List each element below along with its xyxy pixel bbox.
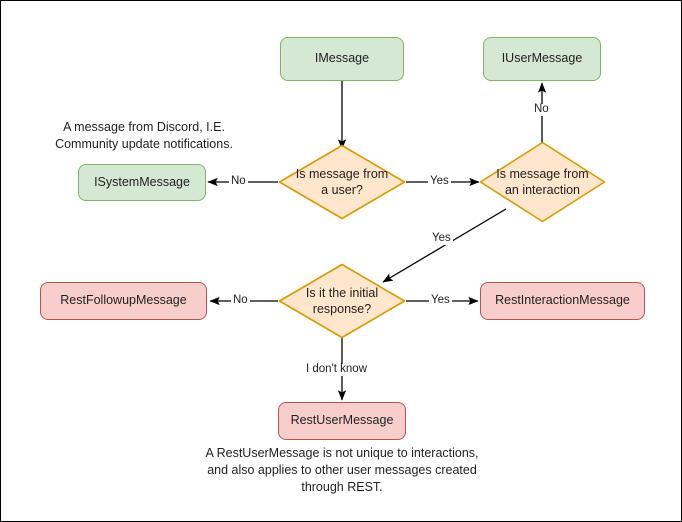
node-imessage[interactable]: IMessage — [280, 37, 404, 81]
decision-initial-label: Is it the initial response? — [278, 263, 406, 339]
edge-label-interaction-yes: Yes — [430, 232, 453, 245]
node-restfollowupmessage-label: RestFollowupMessage — [60, 293, 187, 308]
edge-label-initial-yes: Yes — [429, 294, 452, 307]
edge-label-interaction-no: No — [532, 103, 551, 116]
node-isystemmessage-label: ISystemMessage — [94, 174, 190, 189]
node-restinteractionmessage[interactable]: RestInteractionMessage — [480, 282, 645, 320]
decision-interaction-line1: Is message from — [496, 166, 589, 181]
decision-is-initial-response[interactable]: Is it the initial response? — [278, 263, 406, 339]
decision-is-message-from-interaction[interactable]: Is message from an interaction — [479, 141, 606, 223]
node-restfollowupmessage[interactable]: RestFollowupMessage — [40, 282, 207, 320]
edge-label-user-yes: Yes — [428, 175, 451, 188]
node-iusermessage[interactable]: IUserMessage — [483, 37, 601, 81]
decision-initial-shape — [278, 263, 406, 339]
decision-interaction-line2: an interaction — [504, 183, 581, 197]
decision-is-message-from-user[interactable]: Is message from a user? — [278, 144, 406, 220]
decision-initial-line2: response? — [312, 302, 372, 316]
edge-label-initial-no: No — [231, 294, 250, 307]
note-rest-user-message: A RestUserMessage is not unique to inter… — [205, 446, 479, 494]
node-restinteractionmessage-label: RestInteractionMessage — [495, 293, 630, 308]
edge-label-user-no: No — [229, 175, 248, 188]
decision-interaction-shape — [479, 141, 606, 223]
decision-user-label: Is message from a user? — [278, 144, 406, 220]
node-restusermessage-label: RestUserMessage — [290, 413, 394, 428]
node-iusermessage-label: IUserMessage — [501, 51, 583, 66]
node-restusermessage[interactable]: RestUserMessage — [278, 402, 406, 440]
decision-user-line1: Is message from — [295, 166, 389, 181]
decision-initial-line1: Is it the initial — [305, 285, 379, 300]
node-isystemmessage[interactable]: ISystemMessage — [78, 164, 206, 201]
decision-user-shape — [278, 144, 406, 220]
edge-label-initial-unknown: I don't know — [304, 363, 370, 376]
note-system-message: A message from Discord, I.E. Community u… — [55, 120, 233, 151]
node-imessage-label: IMessage — [314, 51, 370, 66]
decision-user-line2: a user? — [321, 183, 363, 197]
decision-interaction-label: Is message from an interaction — [479, 141, 606, 223]
